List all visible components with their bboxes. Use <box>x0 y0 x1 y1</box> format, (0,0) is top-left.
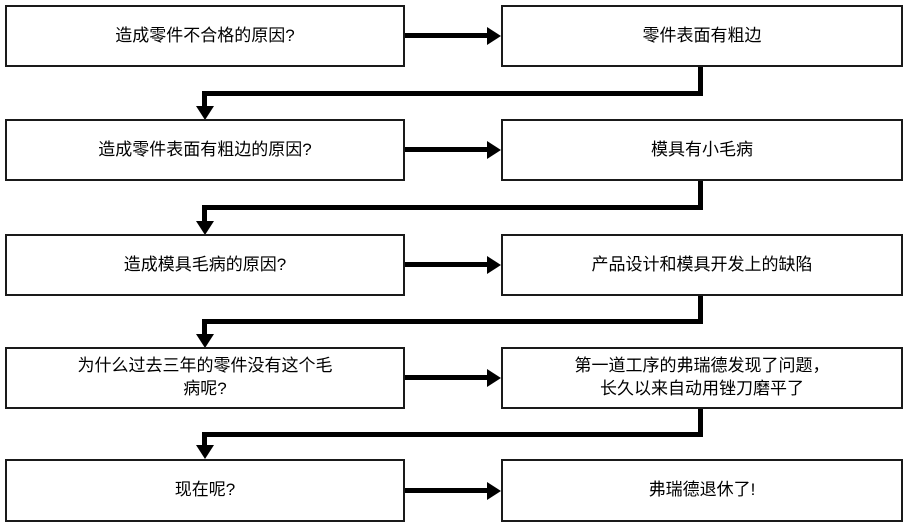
arrow-q3-to-a3-head <box>487 255 501 274</box>
connector-a3-to-q4-drop <box>698 296 703 324</box>
connector-a4-to-q5-run <box>202 432 703 437</box>
node-answer-2[interactable]: 模具有小毛病 <box>501 119 903 181</box>
node-answer-1[interactable]: 零件表面有粗边 <box>501 5 903 67</box>
connector-a1-to-q2-drop <box>698 67 703 96</box>
connector-a1-to-q2-rise <box>202 91 207 107</box>
arrow-a1-to-q2-head <box>195 106 214 120</box>
connector-q1-to-a1-line <box>405 33 487 38</box>
node-answer-3[interactable]: 产品设计和模具开发上的缺陷 <box>501 234 903 296</box>
arrow-q1-to-a1-head <box>487 26 501 45</box>
connector-q3-to-a3-line <box>405 262 487 267</box>
connector-a4-to-q5-drop <box>698 409 703 437</box>
connector-a2-to-q3-run <box>202 205 703 210</box>
arrow-a4-to-q5-head <box>195 445 214 459</box>
arrow-q4-to-a4-head <box>487 368 501 387</box>
node-question-4[interactable]: 为什么过去三年的零件没有这个毛 病呢? <box>5 347 405 409</box>
connector-a1-to-q2-run <box>202 91 703 96</box>
node-question-2[interactable]: 造成零件表面有粗边的原因? <box>5 119 405 181</box>
arrow-q2-to-a2-head <box>487 140 501 159</box>
node-question-3[interactable]: 造成模具毛病的原因? <box>5 234 405 296</box>
connector-a3-to-q4-run <box>202 319 703 324</box>
connector-q2-to-a2-line <box>405 147 487 152</box>
arrow-a2-to-q3-head <box>195 221 214 235</box>
connector-a2-to-q3-rise <box>202 205 207 222</box>
node-answer-4[interactable]: 第一道工序的弗瑞德发现了问题， 长久以来自动用锉刀磨平了 <box>501 347 903 409</box>
connector-a2-to-q3-drop <box>698 181 703 210</box>
arrow-q5-to-a5-head <box>487 481 501 500</box>
arrow-a3-to-q4-head <box>195 334 214 348</box>
connector-q4-to-a4-line <box>405 375 487 380</box>
connector-a4-to-q5-rise <box>202 432 207 446</box>
node-question-5[interactable]: 现在呢? <box>5 459 405 522</box>
connector-a3-to-q4-rise <box>202 319 207 335</box>
node-question-1[interactable]: 造成零件不合格的原因? <box>5 5 405 67</box>
connector-q5-to-a5-line <box>405 488 487 493</box>
node-answer-5[interactable]: 弗瑞德退休了! <box>501 459 903 522</box>
